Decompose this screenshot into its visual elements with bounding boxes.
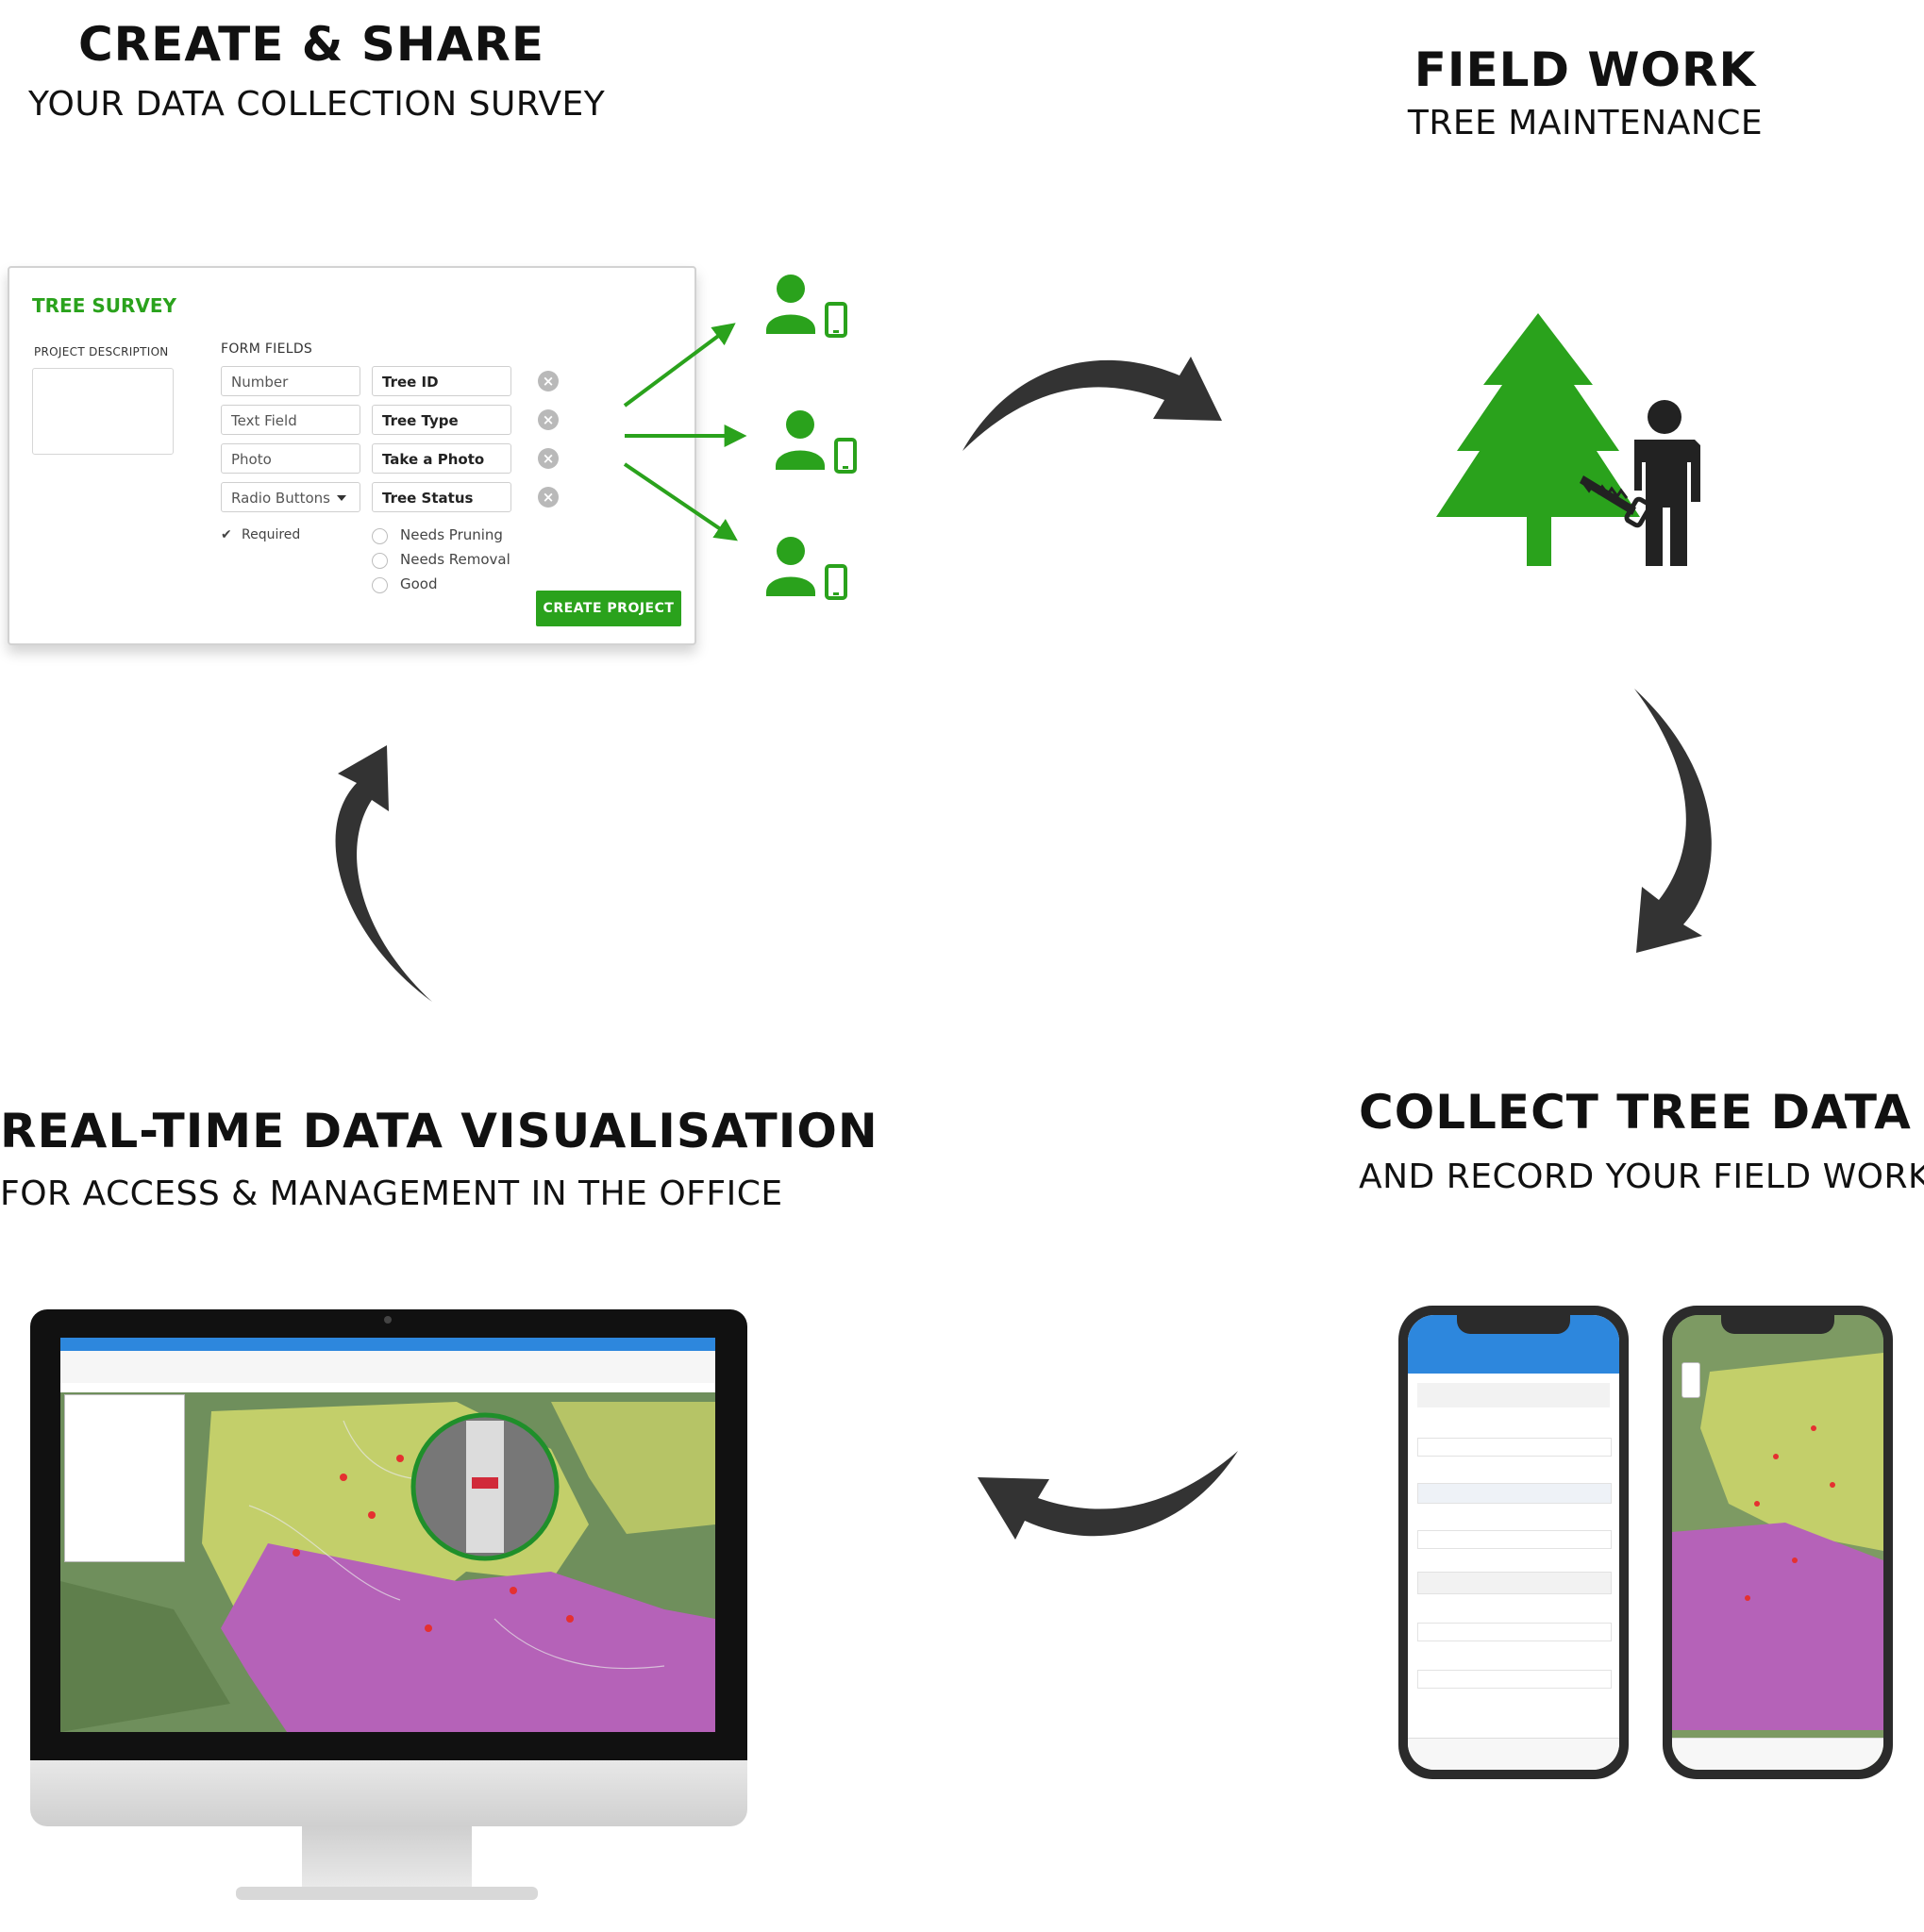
project-description-label: PROJECT DESCRIPTION bbox=[34, 345, 169, 358]
zoom-controls[interactable] bbox=[1681, 1362, 1700, 1398]
chevron-down-icon bbox=[337, 495, 346, 501]
user-with-phone-icon bbox=[766, 537, 847, 600]
option-needs-pruning: Needs Pruning bbox=[400, 526, 503, 543]
required-label: Required bbox=[242, 527, 301, 542]
cycle-arrow-left bbox=[335, 745, 432, 1002]
phone-form-screen[interactable] bbox=[1408, 1315, 1619, 1770]
radio-needs-removal[interactable] bbox=[372, 553, 388, 569]
survey-card: TREE SURVEY PROJECT DESCRIPTION FORM FIE… bbox=[8, 266, 696, 645]
map-view[interactable] bbox=[60, 1392, 715, 1732]
cycle-arrow-right bbox=[1634, 689, 1712, 953]
remove-field-4-icon[interactable]: × bbox=[538, 487, 559, 508]
person-with-saw-icon bbox=[1580, 400, 1700, 566]
field-type-photo[interactable]: Photo bbox=[221, 443, 360, 474]
radio-good[interactable] bbox=[372, 577, 388, 593]
survey-title: TREE SURVEY bbox=[32, 294, 176, 317]
app-toolbar[interactable] bbox=[60, 1351, 715, 1384]
monitor-screen bbox=[60, 1338, 715, 1732]
field-title: FIELD WORK bbox=[1414, 42, 1757, 97]
tree-icon bbox=[1436, 313, 1640, 566]
cycle-arrow-bottom bbox=[978, 1451, 1238, 1540]
create-subtitle: YOUR DATA COLLECTION SURVEY bbox=[28, 85, 606, 124]
cycle-arrow-top bbox=[962, 357, 1222, 451]
monitor-base bbox=[236, 1887, 538, 1900]
form-input-3[interactable] bbox=[1417, 1623, 1612, 1641]
remove-field-1-icon[interactable]: × bbox=[538, 371, 559, 391]
remove-field-2-icon[interactable]: × bbox=[538, 409, 559, 430]
phone-notch bbox=[1457, 1315, 1570, 1334]
field-subtitle: TREE MAINTENANCE bbox=[1407, 104, 1764, 142]
create-title: CREATE & SHARE bbox=[77, 17, 545, 72]
field-name-tree-type[interactable]: Tree Type bbox=[372, 405, 511, 435]
create-project-button[interactable]: CREATE PROJECT bbox=[536, 591, 681, 626]
remove-field-3-icon[interactable]: × bbox=[538, 448, 559, 469]
camera-dot bbox=[384, 1316, 392, 1324]
check-icon[interactable]: ✔ bbox=[221, 527, 232, 542]
monitor-stand bbox=[302, 1826, 472, 1889]
form-input-1[interactable] bbox=[1417, 1438, 1612, 1457]
field-type-number[interactable]: Number bbox=[221, 366, 360, 396]
form-input-4[interactable] bbox=[1417, 1670, 1612, 1689]
radio-needs-pruning[interactable] bbox=[372, 528, 388, 544]
user-with-phone-icon bbox=[776, 410, 857, 474]
option-needs-removal: Needs Removal bbox=[400, 551, 510, 568]
form-photo-row[interactable] bbox=[1417, 1572, 1612, 1594]
field-name-take-photo[interactable]: Take a Photo bbox=[372, 443, 511, 474]
form-bottom-tabbar[interactable] bbox=[1408, 1738, 1619, 1770]
phone-map-view[interactable] bbox=[1672, 1315, 1883, 1770]
visual-subtitle: FOR ACCESS & MANAGEMENT IN THE OFFICE bbox=[0, 1174, 783, 1213]
user-with-phone-icon bbox=[766, 275, 847, 338]
app-menu-bar[interactable] bbox=[60, 1338, 715, 1351]
form-input-2[interactable] bbox=[1417, 1530, 1612, 1549]
phone-notch bbox=[1721, 1315, 1834, 1334]
project-description-input[interactable] bbox=[32, 368, 174, 455]
field-name-tree-id[interactable]: Tree ID bbox=[372, 366, 511, 396]
form-date-input[interactable] bbox=[1417, 1483, 1612, 1504]
map-bottom-tabbar[interactable] bbox=[1672, 1738, 1883, 1770]
form-location-row[interactable] bbox=[1417, 1383, 1610, 1407]
field-type-radio-label: Radio Buttons bbox=[231, 490, 330, 507]
phone-form bbox=[1398, 1306, 1629, 1779]
collect-title: COLLECT TREE DATA bbox=[1359, 1085, 1912, 1140]
field-name-tree-status[interactable]: Tree Status bbox=[372, 482, 511, 512]
share-arrow-up bbox=[623, 323, 736, 408]
share-arrow-down bbox=[623, 462, 738, 541]
option-good: Good bbox=[400, 575, 438, 592]
phone-map bbox=[1663, 1306, 1893, 1779]
field-type-radio-select[interactable]: Radio Buttons bbox=[221, 482, 360, 512]
layer-tree-panel[interactable] bbox=[64, 1394, 185, 1562]
visual-title: REAL-TIME DATA VISUALISATION bbox=[0, 1104, 878, 1158]
field-type-text[interactable]: Text Field bbox=[221, 405, 360, 435]
phone-map-screen[interactable] bbox=[1672, 1315, 1883, 1770]
collect-subtitle: AND RECORD YOUR FIELD WORK bbox=[1359, 1158, 1924, 1196]
form-fields-label: FORM FIELDS bbox=[221, 341, 313, 357]
share-arrows bbox=[623, 323, 747, 541]
monitor-chin bbox=[30, 1760, 747, 1826]
